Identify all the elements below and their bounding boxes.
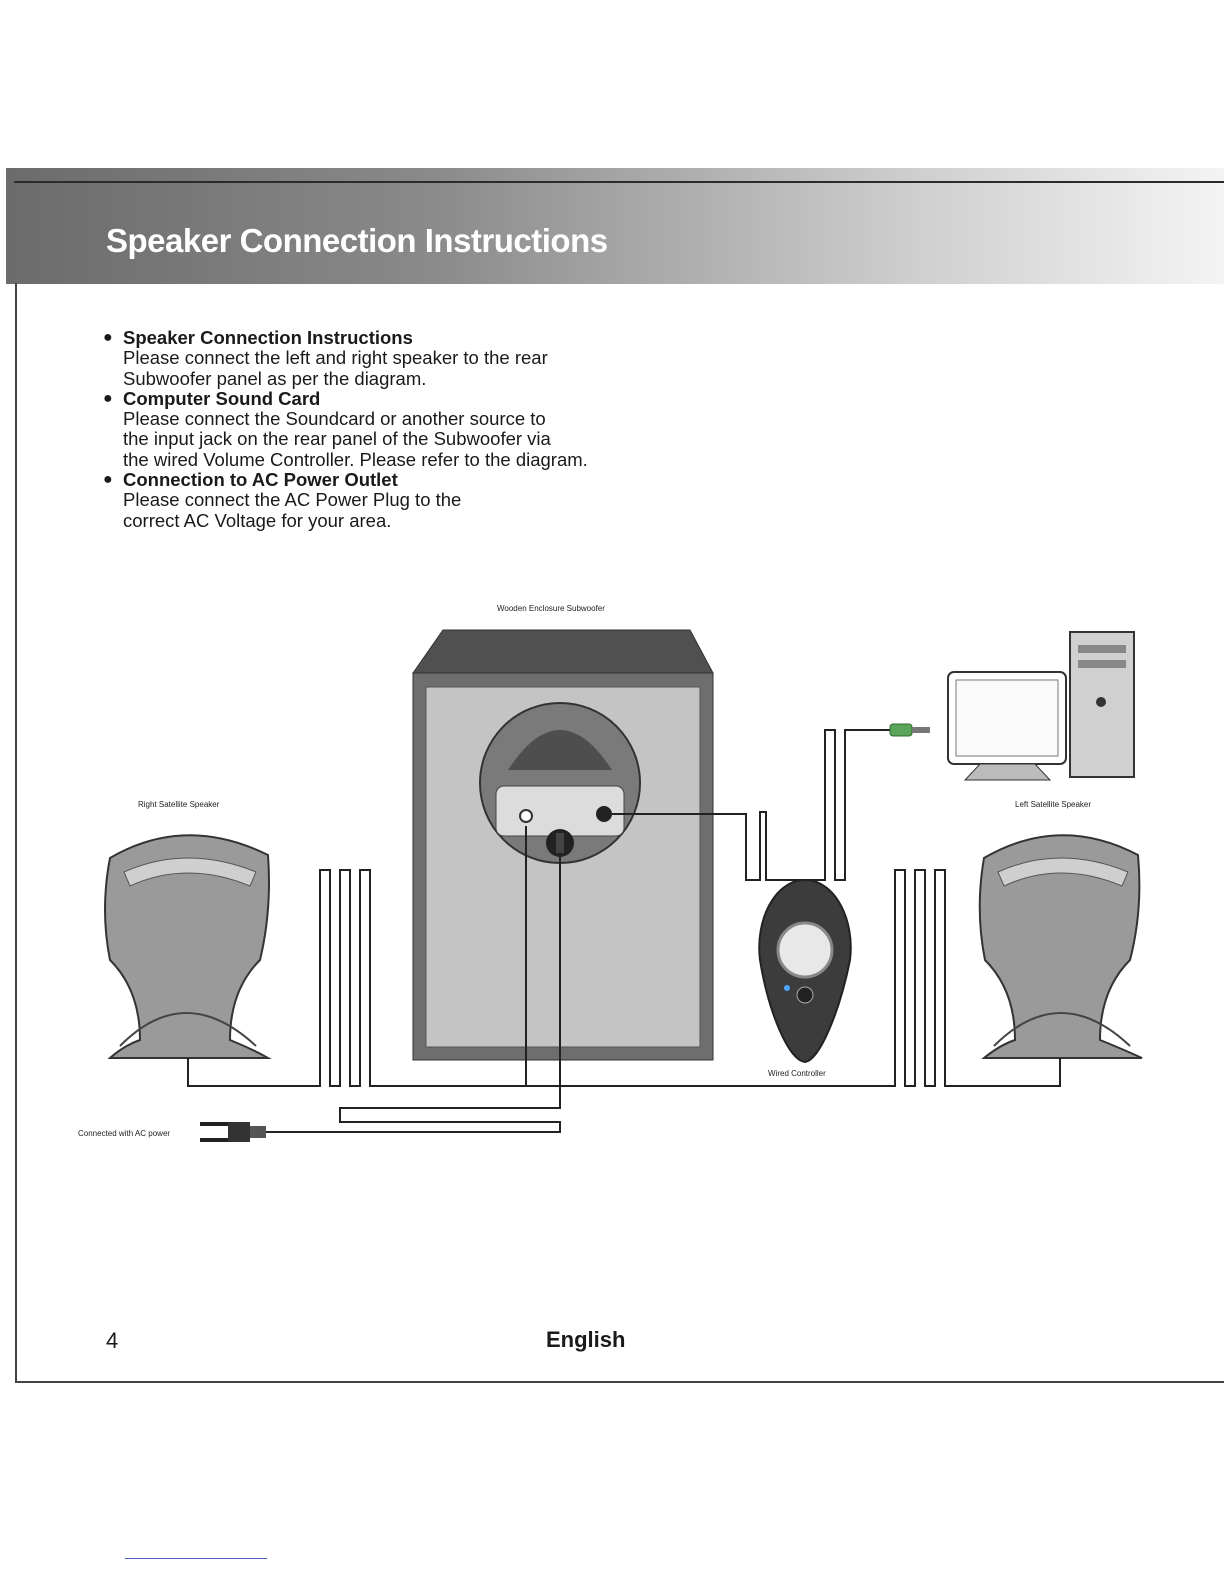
bullet-icon: ● [103, 389, 113, 407]
section-line: the wired Volume Controller. Please refe… [123, 448, 588, 470]
controller-label: Wired Controller [768, 1069, 826, 1078]
computer [947, 631, 1135, 781]
ac-power-label: Connected with AC power [78, 1129, 170, 1138]
header-band: Speaker Connection Instructions [6, 168, 1224, 284]
instructions-list: ● Speaker Connection Instructions Please… [103, 327, 663, 531]
section-line: Please connect the Soundcard or another … [123, 408, 546, 430]
instruction-section: ● Computer Sound Card Please connect the… [103, 387, 663, 470]
subwoofer-label: Wooden Enclosure Subwoofer [497, 604, 605, 613]
footer-language: English [546, 1327, 626, 1352]
section-line: Subwoofer panel as per the diagram. [123, 367, 427, 389]
bottom-link-underline [125, 1558, 267, 1559]
instruction-section: ● Connection to AC Power Outlet Please c… [103, 469, 663, 531]
page-frame [15, 283, 1224, 1383]
section-title: Computer Sound Card [123, 387, 321, 409]
wired-controller [758, 878, 852, 1064]
section-line: the input jack on the rear panel of the … [123, 428, 551, 450]
left-speaker-label: Left Satellite Speaker [1015, 800, 1091, 809]
section-line: Please connect the left and right speake… [123, 347, 548, 369]
instruction-section: ● Speaker Connection Instructions Please… [103, 327, 663, 389]
right-speaker-label: Right Satellite Speaker [138, 800, 220, 809]
page-title: Speaker Connection Instructions [106, 222, 608, 259]
header-rule [14, 181, 1224, 183]
subwoofer [412, 629, 714, 1061]
left-satellite-speaker [978, 834, 1143, 1059]
bullet-icon: ● [103, 329, 113, 346]
ac-plug-icon [200, 1122, 266, 1142]
page-number: 4 [106, 1328, 119, 1353]
audio-jack-icon [889, 723, 930, 737]
connection-diagram: Wooden Enclosure Subwoofer Right Satelli… [78, 604, 1143, 1142]
section-title: Speaker Connection Instructions [123, 327, 413, 348]
right-satellite-speaker [104, 834, 272, 1059]
bullet-icon: ● [103, 471, 113, 489]
cables [187, 729, 1061, 1133]
section-line: correct AC Voltage for your area. [123, 509, 392, 531]
section-title: Connection to AC Power Outlet [123, 469, 398, 491]
section-line: Please connect the AC Power Plug to the [123, 489, 462, 511]
